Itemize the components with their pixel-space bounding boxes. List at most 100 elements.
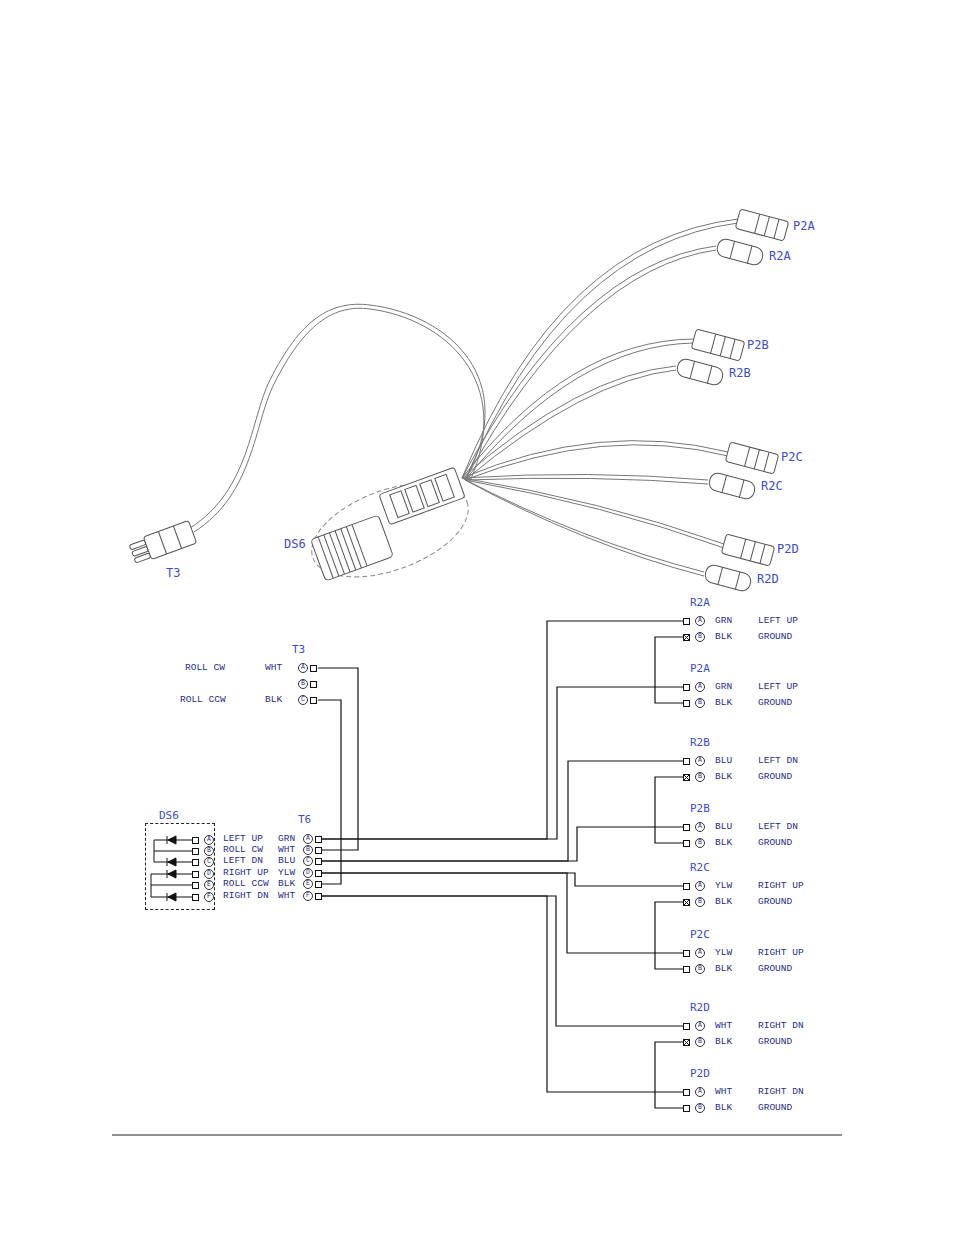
pin-square [683, 700, 690, 707]
wire-label: LEFT UP [758, 615, 798, 627]
wire [322, 621, 683, 839]
part-callout: R2C [760, 479, 784, 493]
wire-label: YLW [715, 947, 732, 959]
pin-letter: A [695, 1087, 705, 1097]
pin-square [192, 871, 199, 878]
wire-label: BLK [715, 631, 732, 643]
part-callout: T3 [165, 566, 181, 580]
wire-label: GROUND [758, 697, 792, 709]
pin-letter: E [303, 879, 313, 889]
pin-letter: A [695, 756, 705, 766]
wire-label: GROUND [758, 1036, 792, 1048]
wire-label: BLK [715, 837, 732, 849]
part-callout: R2D [756, 572, 780, 586]
pin-letter: A [695, 616, 705, 626]
pin-square [683, 950, 690, 957]
pin-letter: B [695, 1103, 705, 1113]
wire [655, 777, 683, 843]
part-callout: P2C [780, 450, 804, 464]
connector-name: P2D [690, 1068, 710, 1080]
pin-letter: B [695, 632, 705, 642]
pin-square [315, 847, 322, 854]
wire-label: BLU [278, 855, 295, 867]
connector-block: P2BABLULEFT DNBBLKGROUND [683, 803, 805, 851]
connector-block: P2DAWHTRIGHT DNBBLKGROUND [683, 1068, 806, 1116]
wire-label: BLK [715, 1036, 732, 1048]
part-callout: R2B [728, 366, 752, 380]
connector-name: P2C [690, 929, 710, 941]
connector-block: R2CAYLWRIGHT UPBBLKGROUND [683, 862, 806, 910]
wire-label: WHT [265, 662, 282, 674]
pin-letter: F [204, 892, 214, 902]
pin-square [192, 837, 199, 844]
wire-label: LEFT UP [223, 833, 263, 845]
wire [655, 1042, 683, 1108]
wire-label: ROLL CCW [223, 878, 269, 890]
wire [318, 700, 341, 884]
pin-letter: B [303, 845, 313, 855]
pin-letter: A [298, 663, 308, 673]
pin-letter: A [695, 1021, 705, 1031]
wire-label: GRN [715, 681, 732, 693]
wire [322, 896, 683, 1092]
wire-label: BLK [715, 963, 732, 975]
pin-letter: B [695, 964, 705, 974]
connector-block: T3ROLL CWWHTABROLL CCWBLKC [180, 644, 318, 708]
pin-square [192, 882, 199, 889]
wire-label: GRN [278, 833, 295, 845]
wire [318, 668, 358, 850]
pin-square [192, 894, 199, 901]
wire-label: GROUND [758, 837, 792, 849]
pin-letter: A [204, 835, 214, 845]
pin-square [683, 966, 690, 973]
wire-label: BLU [715, 821, 732, 833]
connector-block: T6LEFT UPGRNAROLL CWWHTBLEFT DNBLUCRIGHT… [220, 814, 322, 902]
pin-letter: D [303, 868, 313, 878]
wire-label: YLW [278, 867, 295, 879]
wire [322, 827, 683, 861]
wire [322, 761, 683, 861]
pin-square [683, 684, 690, 691]
pin-square [683, 1089, 690, 1096]
wire-label: WHT [278, 890, 295, 902]
pin-square [315, 881, 322, 888]
pin-letter: C [298, 695, 308, 705]
pin-square [683, 758, 690, 765]
pin-square [683, 618, 690, 625]
wire-label: BLK [715, 1102, 732, 1114]
pin-letter: B [695, 897, 705, 907]
wire-label: BLU [715, 755, 732, 767]
wire [322, 687, 683, 839]
pin-square [683, 840, 690, 847]
wire-label: BLK [715, 697, 732, 709]
pin-square [683, 899, 690, 906]
pin-square [683, 883, 690, 890]
wire-label: BLK [278, 878, 295, 890]
wire-label: WHT [278, 844, 295, 856]
pin-letter: E [204, 880, 214, 890]
part-callout: P2B [746, 338, 770, 352]
pin-square [683, 824, 690, 831]
pin-letter: B [204, 846, 214, 856]
connector-name: T6 [298, 814, 311, 826]
wire-label: ROLL CW [223, 844, 263, 856]
wire-label: ROLL CW [185, 662, 225, 674]
connector-name: R2B [690, 737, 710, 749]
wire-label: RIGHT DN [223, 890, 269, 902]
pin-square [192, 848, 199, 855]
wire-label: BLK [715, 896, 732, 908]
wire-label: GROUND [758, 771, 792, 783]
pin-square [310, 665, 317, 672]
wire-label: ROLL CCW [180, 694, 226, 706]
wire-label: YLW [715, 880, 732, 892]
pin-square [683, 1105, 690, 1112]
wire [322, 873, 683, 953]
pin-letter: B [695, 1037, 705, 1047]
pin-square [683, 774, 690, 781]
pin-square [683, 1023, 690, 1030]
wire-label: RIGHT UP [758, 880, 804, 892]
pin-letter: B [298, 679, 308, 689]
pin-square [683, 1039, 690, 1046]
